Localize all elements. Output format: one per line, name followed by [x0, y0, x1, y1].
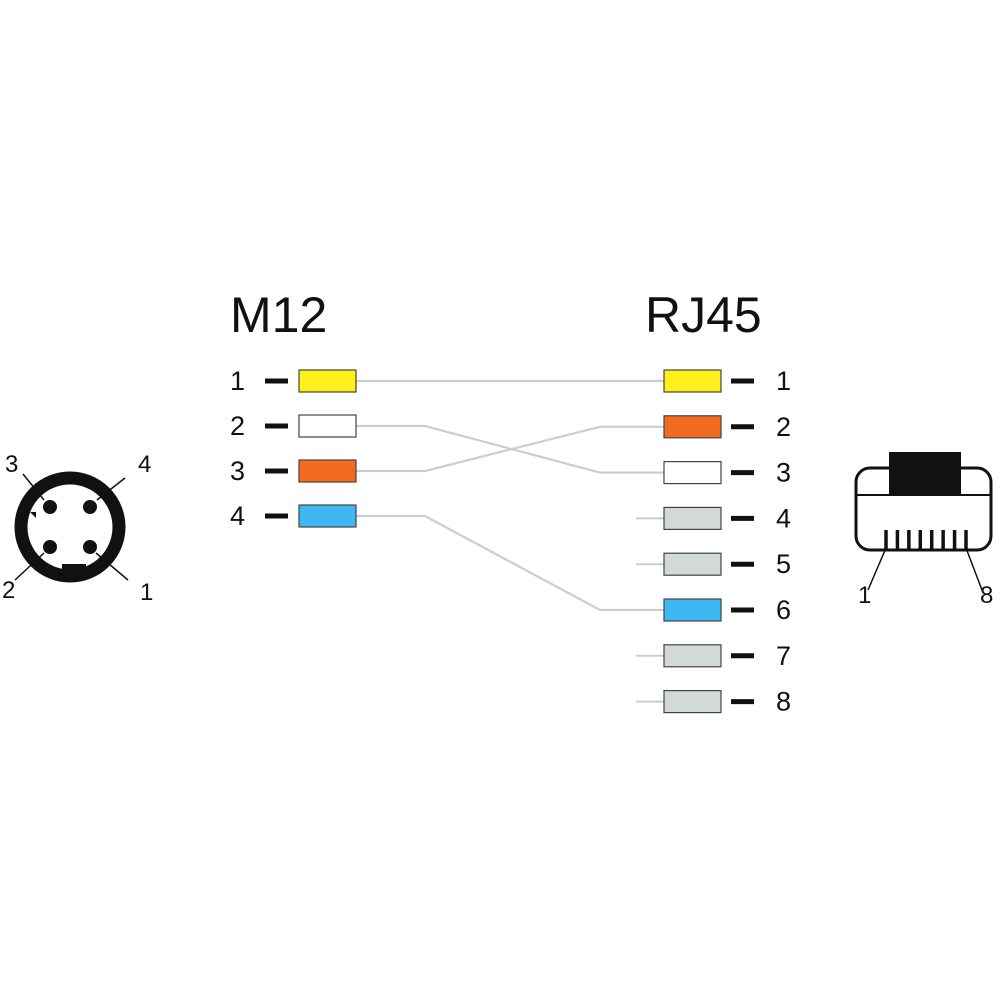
m12-face-notch — [30, 512, 36, 518]
m12-face-pin-1 — [83, 540, 97, 554]
rj45-pin-label: 7 — [776, 641, 791, 671]
m12-connector-face-icon: 3 4 2 1 — [2, 451, 153, 606]
rj45-leader-8 — [965, 547, 983, 591]
rj45-face-label-1: 1 — [858, 582, 871, 609]
rj45-face-label-8: 8 — [980, 582, 993, 609]
rj45-wire-sleeve — [663, 369, 722, 393]
m12-title: M12 — [230, 287, 327, 343]
rj45-contacts — [884, 530, 968, 549]
m12-pin-label: 3 — [230, 456, 245, 486]
m12-pin-list: 1 2 3 4 — [230, 366, 357, 531]
rj45-pin-label: 8 — [776, 687, 791, 717]
m12-wire-sleeve — [298, 504, 357, 528]
wire-m12-3-to-rj45-2 — [356, 425, 664, 473]
rj45-pin-label: 1 — [776, 366, 791, 396]
m12-face-label-2: 2 — [2, 577, 15, 604]
rj45-wire-sleeve — [663, 506, 722, 530]
rj45-leader-1 — [867, 547, 887, 591]
rj45-wire-sleeve — [663, 644, 722, 668]
rj45-pin-label: 5 — [776, 549, 791, 579]
wire-group — [356, 379, 664, 612]
rj45-wire-sleeve — [663, 689, 722, 714]
rj45-wire-sleeve — [663, 461, 722, 485]
rj45-pin-label: 2 — [776, 412, 791, 442]
rj45-plug-face-icon: 1 8 — [854, 452, 993, 609]
wire-m12-4-to-rj45-6 — [356, 514, 664, 612]
rj45-wire-sleeve — [663, 415, 722, 439]
m12-leader-4 — [96, 477, 126, 501]
rj45-pin-label: 6 — [776, 595, 791, 625]
rj45-title: RJ45 — [645, 287, 762, 343]
m12-pin-label: 2 — [230, 411, 245, 441]
m12-wire-sleeve — [298, 414, 357, 438]
rj45-pin-label: 3 — [776, 458, 791, 488]
rj45-wire-sleeve — [663, 552, 722, 576]
m12-pin-label: 1 — [230, 366, 245, 396]
m12-face-pin-3 — [43, 500, 57, 514]
m12-pin-label: 4 — [230, 501, 245, 531]
rj45-pin-list: 1 2 3 4 5 6 7 8 — [636, 366, 791, 717]
m12-leader-1 — [95, 552, 129, 581]
rj45-wire-sleeve — [663, 598, 722, 622]
rj45-pin-label: 4 — [776, 503, 791, 533]
m12-face-label-3: 3 — [5, 451, 18, 478]
m12-wire-sleeve — [298, 369, 357, 393]
m12-face-label-1: 1 — [140, 579, 153, 606]
m12-face-key — [62, 564, 86, 574]
m12-face-pin-2 — [43, 540, 57, 554]
m12-leader-2 — [14, 552, 45, 581]
m12-face-label-4: 4 — [138, 451, 151, 478]
rj45-plug-latch — [889, 452, 961, 495]
m12-wire-sleeve — [298, 459, 357, 483]
m12-face-pin-4 — [83, 500, 97, 514]
m12-leader-3 — [22, 473, 45, 501]
